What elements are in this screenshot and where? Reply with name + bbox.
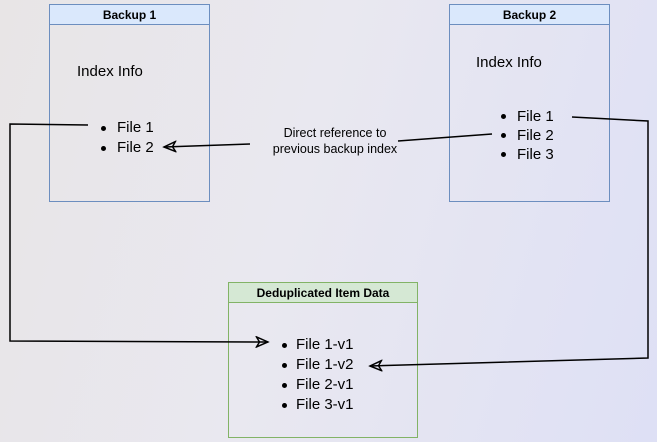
backup2-subtitle: Index Info [476, 54, 542, 71]
edge-label-line1: Direct reference to [283, 126, 387, 140]
backup2-title: Backup 2 [450, 5, 609, 25]
list-item: File 1-v2 [282, 355, 354, 375]
list-item-label: File 3 [517, 146, 554, 163]
list-item: File 1 [501, 107, 554, 126]
list-item: File 2 [101, 138, 154, 158]
backup2-box: Backup 2 Index Info File 1 File 2 File 3 [449, 4, 610, 202]
edge-label-line2: previous backup index [272, 142, 398, 156]
list-item: File 3-v1 [282, 395, 354, 415]
backup1-file-list: File 1 File 2 [101, 118, 154, 158]
list-item: File 2 [501, 126, 554, 145]
list-item: File 1 [101, 118, 154, 138]
list-item-label: File 2 [117, 139, 154, 156]
backup1-box: Backup 1 Index Info File 1 File 2 [49, 4, 210, 202]
list-item: File 1-v1 [282, 335, 354, 355]
list-item: File 3 [501, 145, 554, 164]
list-item-label: File 1 [117, 119, 154, 136]
list-item-label: File 1 [517, 108, 554, 125]
backup1-subtitle: Index Info [77, 63, 143, 80]
list-item-label: File 2-v1 [296, 376, 354, 393]
backup2-file-list: File 1 File 2 File 3 [501, 107, 554, 164]
backup1-title: Backup 1 [50, 5, 209, 25]
direct-reference-edge-label: Direct reference to previous backup inde… [245, 125, 425, 157]
list-item: File 2-v1 [282, 375, 354, 395]
list-item-label: File 1-v1 [296, 336, 354, 353]
list-item-label: File 3-v1 [296, 396, 354, 413]
dedup-title: Deduplicated Item Data [229, 283, 417, 303]
list-item-label: File 2 [517, 127, 554, 144]
list-item-label: File 1-v2 [296, 356, 354, 373]
